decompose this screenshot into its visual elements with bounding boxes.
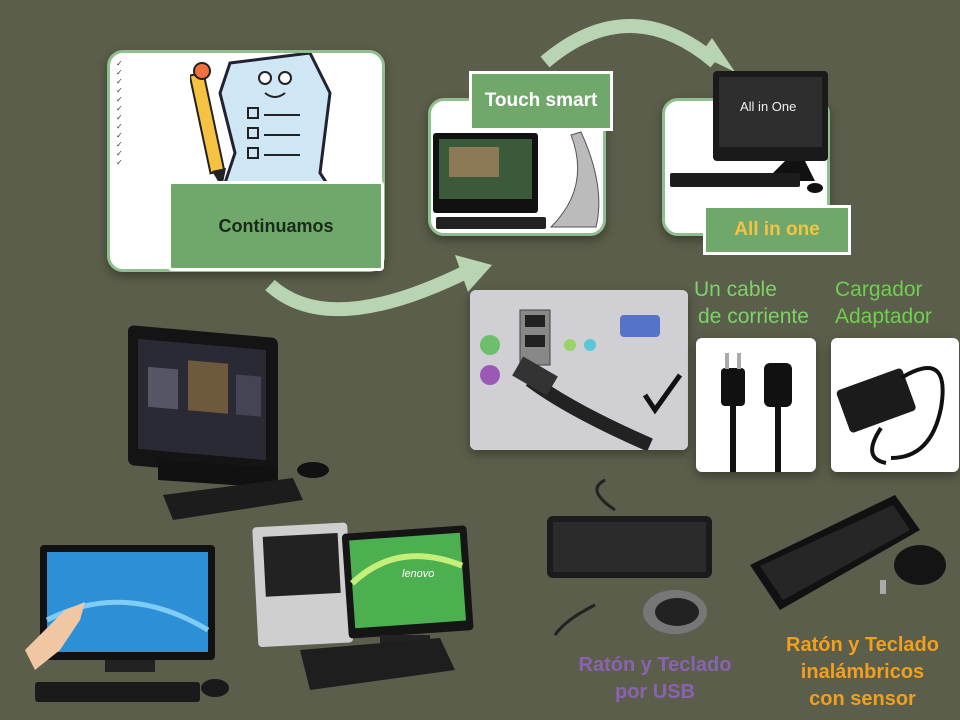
usb-label: Ratón y Teclado por USB [555,652,755,706]
hp-monitor-brand: All in One [740,99,797,114]
cable-label: Un cable de corriente [690,276,830,330]
cargador-label-line1: Cargador [835,278,923,301]
wireless-label-line3: con sensor [809,688,916,710]
card-touch-smart: Touch smart [428,71,613,236]
charger-icon [836,366,945,465]
card-continuamos: ✓✓✓✓✓✓✓✓✓✓✓✓ Continuamos [107,50,385,272]
lenovo-desktops-icon [252,522,474,690]
arrow-top-head [700,38,735,72]
wireless-label: Ratón y Teclado inalámbricos con sensor [765,632,960,713]
arrow-bottom [265,263,474,317]
power-cable-photo [696,338,816,472]
cargador-label-line2: Adaptador [835,305,932,328]
touchsmart-desktop-icon [128,325,329,520]
arrow-top [540,19,720,68]
all-in-one-tag: All in one [703,205,851,255]
touchsmart-computer-icon [433,131,600,229]
usb-port-photo [470,290,688,450]
checklist-cartoon-icon [190,53,342,203]
hp-all-in-one-icon [670,71,828,193]
cargador-label: Cargador Adaptador [835,276,955,330]
checklist-bullets: ✓✓✓✓✓✓✓✓✓✓✓✓ [116,59,123,167]
usb-keyboard-mouse-icon [547,478,712,636]
wireless-label-line2: inalámbricos [800,661,925,683]
arrow-bottom-head [455,255,492,292]
lenovo-brand: lenovo [402,568,435,580]
usb-port-icon [470,290,688,450]
touch-smart-tag: Touch smart [469,71,613,131]
cable-label-line1: Un cable [694,278,777,301]
usb-label-line1: Ratón y Teclado [578,654,732,676]
power-cable-icon [721,353,792,472]
cable-label-line2: de corriente [698,305,809,328]
wireless-label-line1: Ratón y Teclado [786,634,939,656]
charger-photo [831,338,959,472]
continuamos-tag: Continuamos [168,181,384,271]
touch-screen-hand-icon [25,545,229,702]
usb-label-line2: por USB [615,681,695,703]
wireless-keyboard-mouse-icon [750,495,946,610]
card-all-in-one: All in One All in one [662,71,851,255]
